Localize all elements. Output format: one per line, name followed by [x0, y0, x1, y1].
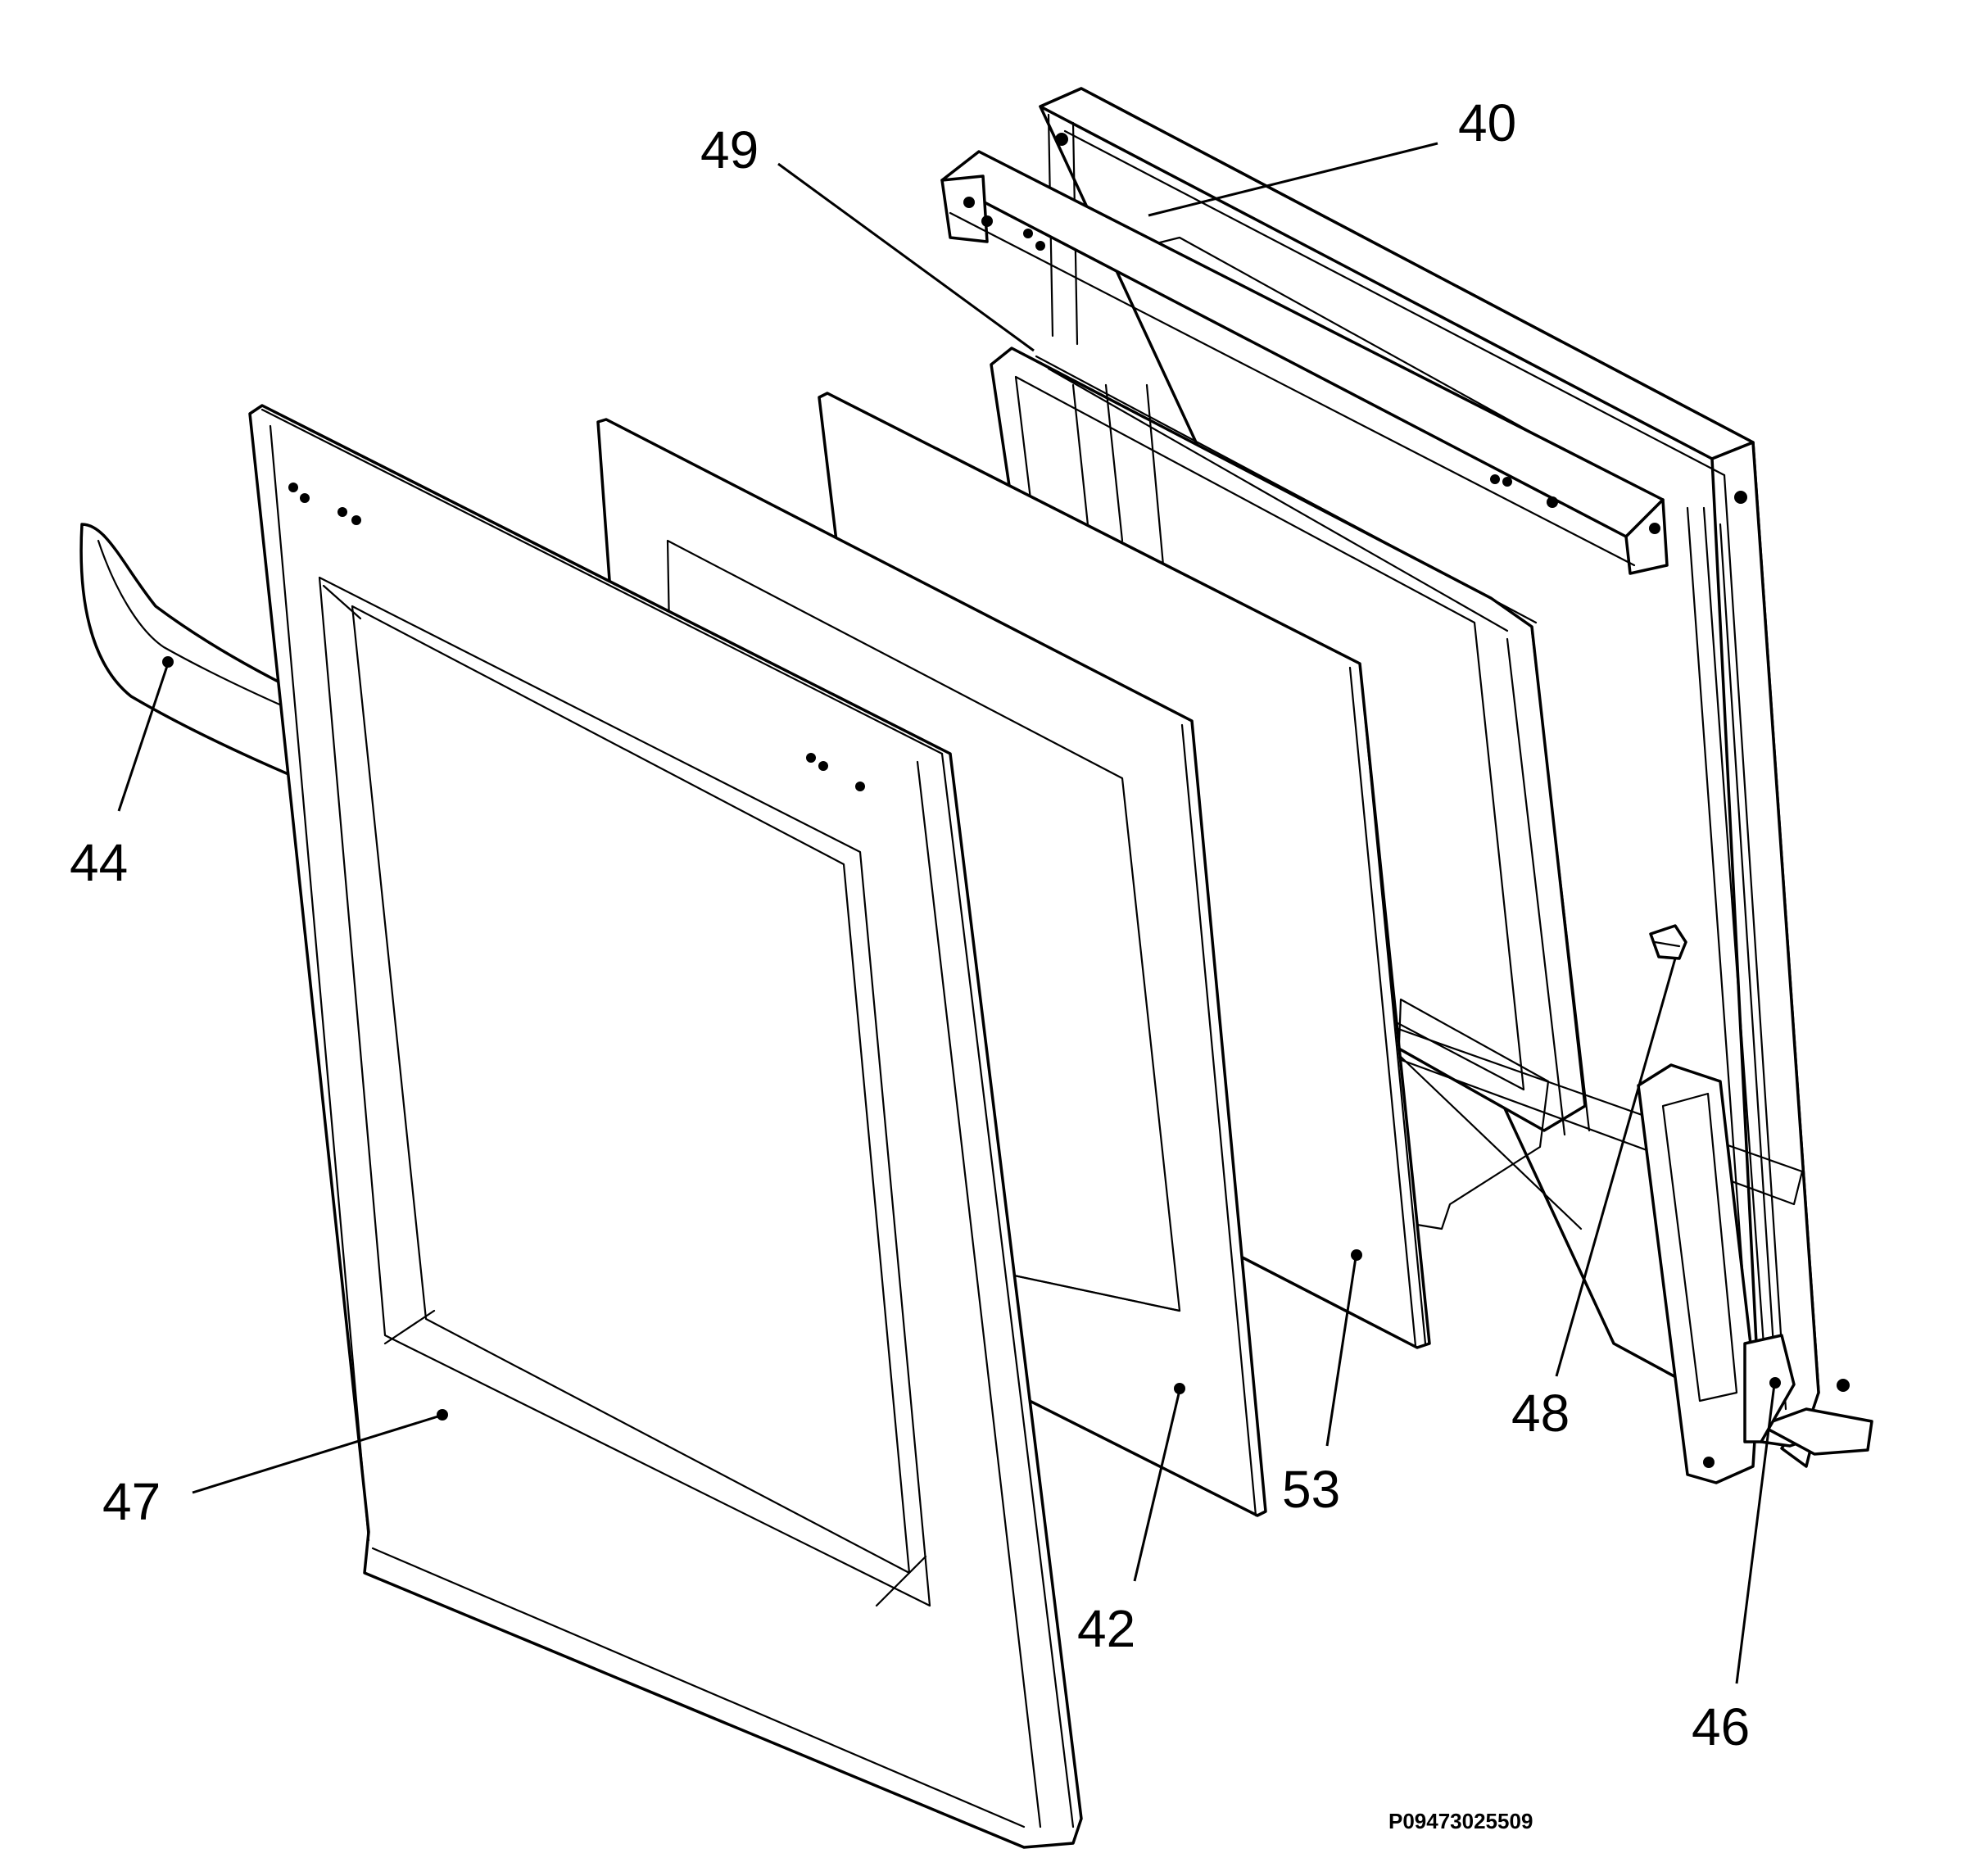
- part-46-hinge-cover: [1637, 1063, 1796, 1484]
- callout-53: 53: [1282, 1460, 1340, 1519]
- callout-44: 44: [70, 833, 128, 892]
- leader-47: [192, 1414, 442, 1494]
- leader-46: [1735, 1384, 1776, 1684]
- callout-49: 49: [700, 120, 759, 179]
- callout-47: 47: [102, 1472, 161, 1531]
- leader-40: [1148, 142, 1438, 217]
- leader-49: [777, 162, 1035, 352]
- part-48-clip: [1649, 924, 1687, 960]
- leader-42: [1133, 1389, 1181, 1582]
- leader-48: [1555, 958, 1677, 1377]
- leader-44: [117, 663, 170, 812]
- callout-48: 48: [1511, 1384, 1570, 1443]
- leader-lines: [117, 142, 1776, 1684]
- callout-42: 42: [1077, 1599, 1135, 1658]
- leader-53: [1325, 1257, 1357, 1447]
- callout-40: 40: [1458, 93, 1516, 152]
- drawing-code: P09473025509: [1388, 1809, 1533, 1833]
- part-49-top-bracket: [940, 150, 1669, 575]
- part-47-outer-door-frame: [248, 404, 1083, 1849]
- callout-46: 46: [1692, 1697, 1750, 1756]
